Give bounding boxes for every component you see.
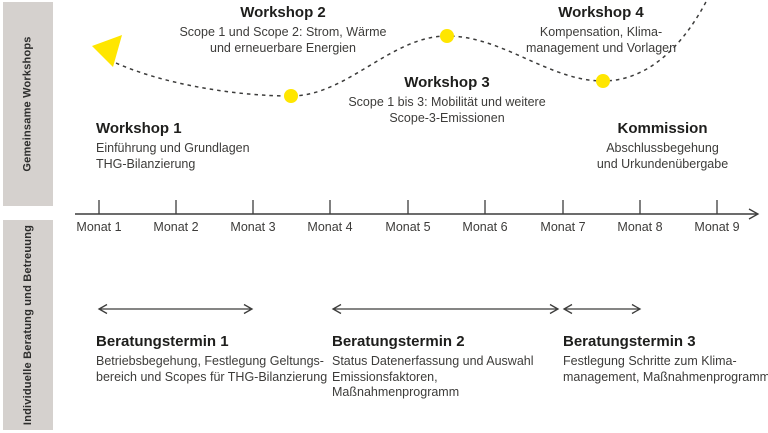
consultation-2-block: Beratungstermin 2 Status Datenerfassung … [332,333,567,401]
consultation-3-desc-line1: Festlegung Schritte zum Klima- [563,354,737,368]
workshop-4-block: Workshop 4 Kompensation, Klima- manageme… [471,4,731,56]
month-label-7: Monat 7 [540,220,586,234]
consultation-1-title: Beratungstermin 1 [96,333,229,350]
consultation-1-desc-line1: Betriebsbegehung, Festlegung Geltungs- [96,354,324,368]
consultation-2-title: Beratungstermin 2 [332,333,465,350]
workshop-4-desc-line2: management und Vorlagen [525,40,677,55]
consultation-1-block: Beratungstermin 1 Betriebsbegehung, Fest… [96,333,331,385]
workshop-2-block: Workshop 2 Scope 1 und Scope 2: Strom, W… [153,4,413,56]
kommission-title: Kommission [617,120,708,137]
kommission-desc-line2: und Urkundenübergabe [596,156,729,171]
workshop-1-title: Workshop 1 [96,120,182,137]
consultation-1-desc-line2: bereich und Scopes für THG-Bilanzierung [96,369,328,384]
arrow-right-head-icon [631,303,642,315]
consultation-3-title: Beratungstermin 3 [563,333,696,350]
consultation-3-block: Beratungstermin 3 Festlegung Schritte zu… [563,333,768,385]
kommission-desc-line1: Abschlussbegehung [606,141,719,155]
milestone-dot-workshop3 [440,29,454,43]
workshop-3-desc-line2: Scope-3-Emissionen [389,110,505,125]
arrow-left-head-icon [562,303,573,315]
arrow-left-head-icon [331,303,342,315]
month-label-2: Monat 2 [153,220,199,234]
milestone-dot-workshop4 [596,74,610,88]
consultation-2-desc-line1: Status Datenerfassung und Auswahl [332,354,534,368]
arrow-right-head-icon [243,303,254,315]
month-label-4: Monat 4 [307,220,353,234]
arrow-right-head-icon [549,303,560,315]
consultation-2-desc-line2: Emissionsfaktoren, Maßnahmenprogramm [332,369,460,400]
workshop-3-desc-line1: Scope 1 bis 3: Mobilität und weitere [348,95,546,109]
consultation-3-desc-line2: management, Maßnahmenprogramm [563,369,768,384]
month-label-8: Monat 8 [617,220,663,234]
workshop-1-block: Workshop 1 Einführung und Grundlagen THG… [96,120,250,172]
month-label-1: Monat 1 [76,220,122,234]
section-band-consulting: Individuelle Beratung und Betreuung [3,220,53,430]
curve-start-arrowhead-icon [92,35,122,67]
duration-arrow-1 [97,303,254,315]
workshop-3-block: Workshop 3 Scope 1 bis 3: Mobilität und … [317,74,577,126]
workshop-4-title: Workshop 4 [558,4,644,21]
duration-arrow-3 [562,303,642,315]
kommission-block: Kommission Abschlussbegehung und Urkunde… [545,120,768,172]
workshop-4-desc-line1: Kompensation, Klima- [539,25,663,39]
workshop-3-title: Workshop 3 [404,74,490,91]
section-band-workshops: Gemeinsame Workshops [3,2,53,206]
month-label-5: Monat 5 [385,220,431,234]
month-label-9: Monat 9 [694,220,740,234]
arrow-left-head-icon [97,303,108,315]
workshop-2-title: Workshop 2 [240,4,326,21]
workshop-2-desc-line2: und erneuerbare Energien [210,40,356,55]
workshop-1-desc-line2: THG-Bilanzierung [96,156,196,171]
milestone-dot-workshop2 [284,89,298,103]
duration-arrow-2 [331,303,560,315]
workshop-2-desc-line1: Scope 1 und Scope 2: Strom, Wärme [179,25,387,39]
workshop-1-desc-line1: Einführung und Grundlagen [96,141,250,155]
month-label-6: Monat 6 [462,220,508,234]
month-label-3: Monat 3 [230,220,276,234]
timeline-arrowhead-icon [748,208,760,220]
timeline-ticks [98,200,718,214]
